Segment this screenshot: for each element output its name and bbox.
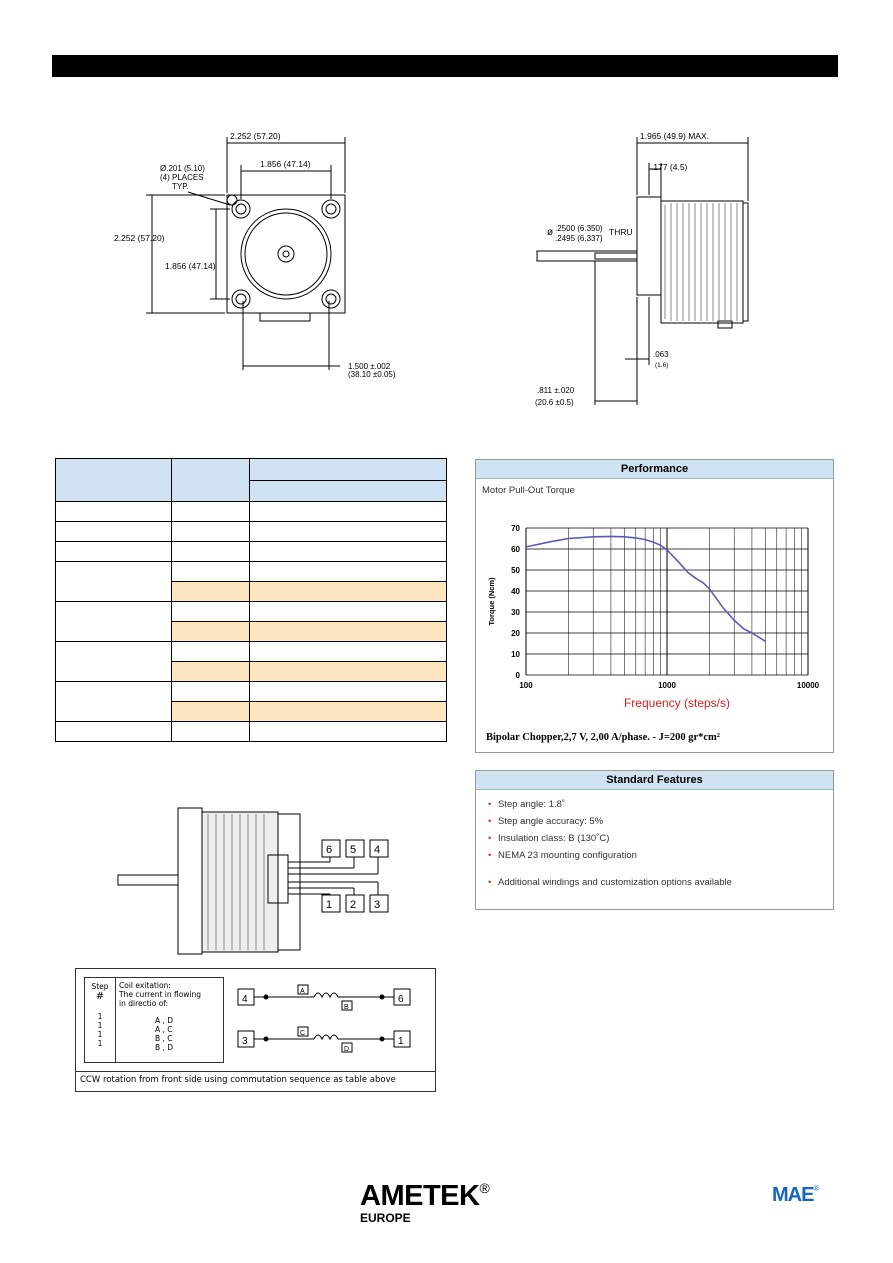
- y-tick-label: 0: [516, 671, 521, 680]
- dim-thru-label: THRU: [609, 227, 633, 237]
- step-cell: 1: [97, 1021, 103, 1030]
- x-tick-label: 100: [519, 681, 533, 690]
- y-tick-label: 40: [511, 587, 520, 596]
- front-view-drawing: 2.252 (57.20) 1.856 (47.14) Ø.201 (5.10)…: [114, 131, 396, 379]
- top-banner: [52, 55, 838, 77]
- coil-head-2: The current in flowing: [119, 990, 202, 999]
- coil-cell: B , C: [155, 1034, 173, 1043]
- y-tick-label: 50: [511, 566, 520, 575]
- coil-label: B: [344, 1004, 349, 1011]
- dim-step-mm: (1.6): [655, 362, 668, 369]
- mae-name: MAE: [772, 1184, 814, 1206]
- y-tick-label: 10: [511, 650, 520, 659]
- feature-item: NEMA 23 mounting configuration: [488, 847, 833, 864]
- wire-number: 1: [326, 899, 332, 911]
- wire-number: 6: [326, 844, 332, 856]
- coil-cell: B , D: [155, 1043, 174, 1052]
- dim-bolt-h-label: 1.856 (47.14): [260, 159, 311, 169]
- performance-panel: Performance Motor Pull-Out Torque 0 10 20 3…: [475, 459, 834, 753]
- dim-length-label: 1.965 (49.9) MAX.: [640, 131, 709, 141]
- dim-shaft-len-mm: (20.6 ±0.5): [535, 398, 574, 407]
- step-cell: 1: [97, 1030, 103, 1039]
- coil-schematic: 4 6 A B 3 1 C D: [237, 984, 411, 1053]
- coil-head: Coil exitation:: [119, 981, 171, 990]
- coil-column: Coil exitation: The current in flowing i…: [119, 981, 219, 1052]
- y-axis-label: Torque (Ncm): [487, 577, 496, 626]
- dim-flange-label: .177 (4.5): [651, 162, 688, 172]
- mae-reg: ®: [813, 1184, 820, 1193]
- coil-terminal: 3: [242, 1036, 248, 1047]
- coil-terminal: 6: [398, 994, 404, 1005]
- mae-logo: MAE®: [772, 1184, 819, 1207]
- coil-head-3: in directio of:: [119, 999, 169, 1008]
- ametek-logo: AMETEK® EUROPE: [360, 1180, 490, 1225]
- wire-number: 5: [350, 844, 356, 856]
- step-column: Step # 1 1 1 1: [85, 978, 116, 1062]
- features-header: Standard Features: [476, 771, 833, 790]
- ametek-reg: ®: [479, 1180, 490, 1196]
- y-tick-label: 70: [511, 524, 520, 533]
- coil-terminal: 4: [242, 994, 248, 1005]
- side-view-drawing: 1.965 (49.9) MAX. .177 (4.5) ø .2500 (6.…: [535, 131, 749, 407]
- step-hash: #: [95, 991, 105, 1002]
- dim-hole-typ: TYP.: [172, 182, 189, 191]
- dim-shaft-len: .811 ±.020: [537, 386, 575, 395]
- commutation-box: Step # 1 1 1 1 Coil exitation: The curre…: [75, 968, 436, 1092]
- step-cell: 1: [97, 1012, 103, 1021]
- dim-pilot-tol: (38.10 ±0.05): [348, 370, 396, 379]
- wire-number: 3: [374, 899, 380, 911]
- sequence-caption: CCW rotation from front side using commu…: [76, 1071, 435, 1088]
- coil-cell: A , C: [155, 1025, 173, 1034]
- performance-subtitle: Motor Pull-Out Torque: [482, 485, 575, 496]
- step-cell: 1: [97, 1039, 103, 1048]
- dim-hole-label: Ø.201 (5.10): [160, 164, 205, 173]
- feature-item-extra: Additional windings and customization op…: [488, 874, 833, 891]
- feature-item: Step angle: 1.8˚: [488, 796, 833, 813]
- feature-item: Step angle accuracy: 5%: [488, 813, 833, 830]
- dim-bolt-v-label: 1.856 (47.14): [165, 261, 216, 271]
- dim-hole-places: (4) PLACES: [160, 173, 204, 182]
- torque-curve: [525, 535, 767, 643]
- wiring-diagram: 6 5 4 1 2 3: [117, 807, 389, 955]
- pilot-circle: [240, 208, 332, 300]
- dim-shaft-min: .2495 (6.337): [555, 234, 603, 243]
- dim-step-label: .063: [653, 350, 669, 359]
- performance-header: Performance: [476, 460, 833, 479]
- sequence-table: Step # 1 1 1 1 Coil exitation: The curre…: [84, 977, 224, 1063]
- performance-footer: Bipolar Chopper,2,7 V, 2,00 A/phase. - J…: [486, 732, 720, 743]
- coil-terminal: 1: [398, 1036, 404, 1047]
- x-tick-label: 1000: [658, 681, 676, 690]
- coil-label: A: [300, 988, 305, 995]
- y-tick-label: 20: [511, 629, 520, 638]
- wire-number: 2: [350, 899, 356, 911]
- wire-number: 4: [374, 844, 380, 856]
- x-tick-label: 10000: [797, 681, 820, 690]
- ametek-sub: EUROPE: [360, 1211, 411, 1225]
- coil-cell: A , D: [155, 1016, 174, 1025]
- y-tick-label: 30: [511, 608, 520, 617]
- x-axis-label: Frequency (steps/s): [624, 696, 730, 710]
- dim-height-label: 2.252 (57.20): [114, 233, 165, 243]
- coil-label: C: [300, 1030, 305, 1037]
- feature-item: Insulation class: B (130˚C): [488, 830, 833, 847]
- features-list: Step angle: 1.8˚ Step angle accuracy: 5%…: [476, 796, 833, 891]
- dim-width-label: 2.252 (57.20): [230, 131, 281, 141]
- y-tick-label: 60: [511, 545, 520, 554]
- dim-shaft-max: .2500 (6.350): [555, 224, 603, 233]
- standard-features-panel: Standard Features Step angle: 1.8˚ Step …: [475, 770, 834, 910]
- coil-label: D: [344, 1046, 349, 1053]
- dim-pilot-label: 1.500 ±.002: [348, 362, 391, 371]
- dia-symbol: ø: [547, 227, 553, 238]
- step-head: Step: [91, 982, 109, 991]
- ametek-name: AMETEK: [360, 1180, 480, 1212]
- spec-table: [55, 458, 447, 758]
